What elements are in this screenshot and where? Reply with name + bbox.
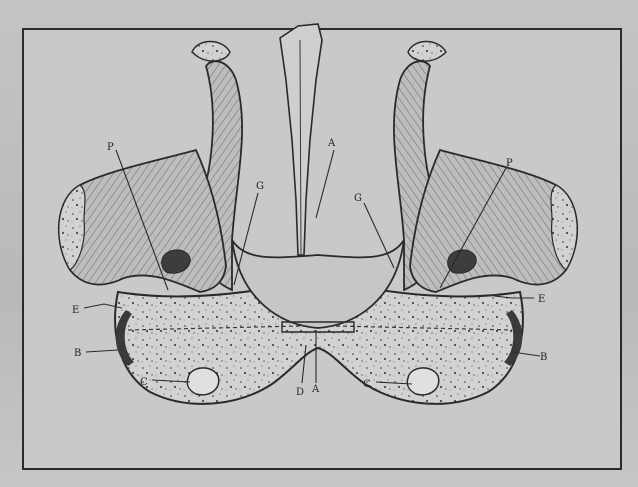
left-foramen [187, 368, 219, 395]
label-d: D [296, 387, 304, 398]
label-a-bottom: A [311, 384, 320, 395]
label-c-right: C [363, 379, 371, 390]
label-a-top: A [327, 138, 336, 149]
label-c-left: C [140, 377, 148, 388]
label-p-left: P [107, 142, 114, 153]
label-g-right: G [354, 193, 362, 204]
label-b-right: B [540, 352, 547, 363]
label-p-right: P [506, 158, 513, 169]
label-e-right: E [538, 294, 545, 305]
left-process-tip [192, 42, 230, 62]
label-g-left: G [256, 181, 264, 192]
right-process-tip [408, 42, 446, 62]
right-foramen [407, 368, 439, 395]
label-e-left: E [72, 305, 79, 316]
label-b-left: B [74, 348, 81, 359]
